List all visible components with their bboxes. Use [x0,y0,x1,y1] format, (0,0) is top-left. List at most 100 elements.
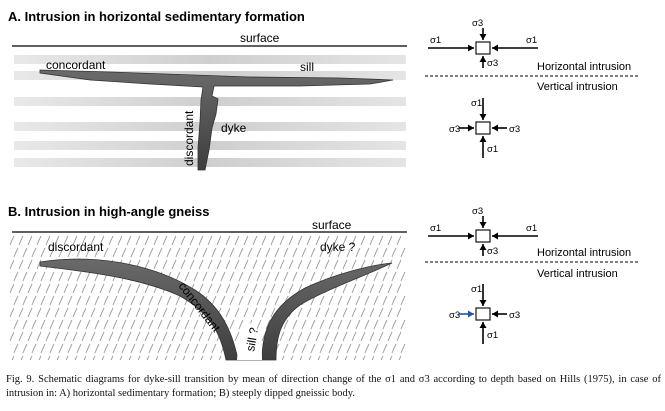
foliation-stroke [49,295,55,306]
foliation-stroke [346,319,352,330]
foliation-stroke [85,319,91,330]
foliation-stroke [207,331,213,342]
foliation-stroke [216,259,222,270]
foliation-stroke [400,271,406,282]
foliation-stroke [387,235,393,246]
foliation-stroke [81,307,87,318]
concordant-label-b: concordant [176,279,224,335]
foliation-stroke [346,247,352,258]
foliation-stroke [180,307,186,318]
foliation-stroke [121,343,127,354]
foliation-stroke [27,259,33,270]
foliation-stroke [342,307,348,318]
foliation-stroke [234,235,240,246]
foliation-stroke [135,331,141,342]
foliation-stroke [189,331,195,342]
foliation-stroke [85,271,91,282]
foliation-stroke [337,247,343,258]
foliation-stroke [281,355,285,360]
foliation-stroke [144,331,150,342]
foliation-stroke [13,271,19,282]
foliation-stroke [328,319,334,330]
discordant-label-a: discordant [182,110,196,166]
foliation-stroke [36,307,42,318]
foliation-stroke [353,355,357,360]
foliation-stroke [193,271,199,282]
foliation-stroke [200,355,204,360]
stress-arrow-head [479,244,487,250]
foliation-stroke [184,247,190,258]
foliation-stroke [31,295,37,306]
foliation-stroke [373,295,379,306]
foliation-stroke [279,259,285,270]
foliation-stroke [326,355,330,360]
stratum-band [14,158,406,167]
foliation-stroke [148,343,154,354]
foliation-stroke [211,343,217,354]
foliation-stroke [94,343,100,354]
foliation-stroke [189,307,195,318]
foliation-stroke [234,283,240,294]
foliation-stroke [351,331,357,342]
foliation-stroke [256,319,262,330]
foliation-stroke [45,283,51,294]
foliation-stroke [117,283,123,294]
foliation-stroke [387,331,393,342]
foliation-stroke [220,247,226,258]
foliation-stroke [184,319,190,330]
foliation-stroke [229,319,235,330]
foliation-stroke [72,283,78,294]
foliation-stroke [301,343,307,354]
foliation-stroke [306,307,312,318]
foliation-stroke [162,235,168,246]
foliation-stroke [351,259,357,270]
foliation-stroke [247,247,253,258]
foliation-stroke [364,319,370,330]
foliation-stroke [49,247,55,258]
foliation-stroke [31,319,37,330]
foliation-stroke [378,235,384,246]
foliation-stroke [369,235,375,246]
foliation-stroke [265,319,271,330]
foliation-stroke [198,283,204,294]
foliation-stroke [225,307,231,318]
sigma3-label: σ3 [487,246,498,257]
vertical-intrusion-label-a: Vertical intrusion [537,81,618,93]
foliation-stroke [398,355,402,360]
foliation-stroke [94,319,100,330]
foliation-stroke [315,235,321,246]
foliation-stroke [171,259,177,270]
foliation-stroke [391,319,397,330]
foliation-stroke [90,331,96,342]
foliation-stroke [153,259,159,270]
foliation-stroke [391,295,397,306]
sigma3-label: σ3 [472,206,483,217]
foliation-stroke [36,331,42,342]
foliation-stroke [360,331,366,342]
foliation-stroke [342,331,348,342]
foliation-stroke [297,235,303,246]
foliation-stroke [270,283,276,294]
stress-arrow-head [468,232,474,240]
foliation-stroke [364,247,370,258]
vertical-intrusion-label-b: Vertical intrusion [537,268,618,280]
foliation-stroke [283,343,289,354]
surface-label-a: surface [240,31,280,45]
sigma3-label: σ3 [449,124,460,135]
foliation-stroke [274,271,280,282]
foliation-stroke [184,271,190,282]
concordant-label-a: concordant [46,58,106,72]
foliation-stroke [389,355,393,360]
foliation-stroke [9,235,15,246]
foliation-stroke [396,235,402,246]
foliation-stroke [324,235,330,246]
foliation-stroke [126,331,132,342]
foliation-stroke [301,319,307,330]
foliation-stroke [67,295,73,306]
foliation-stroke [328,247,334,258]
foliation-stroke [157,247,163,258]
foliation-stroke [306,235,312,246]
stress-arrow-head [479,322,487,328]
foliation-stroke [166,295,172,306]
